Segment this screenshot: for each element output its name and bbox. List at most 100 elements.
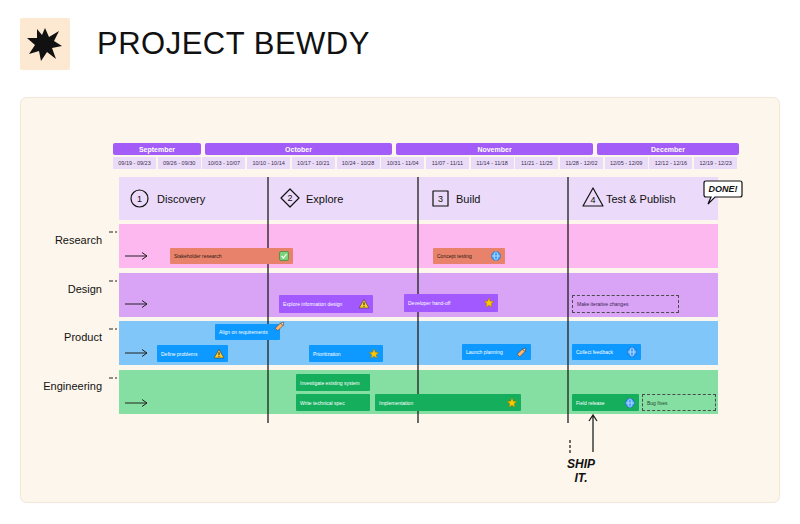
pencil-glyph: [275, 321, 285, 331]
week-cell: 11/21 - 11/25: [515, 157, 558, 169]
task-bar: Align on requirements: [215, 324, 280, 340]
done-bubble-text: DONE!: [703, 184, 743, 194]
star-glyph: [484, 298, 494, 307]
badge-shape: [583, 188, 603, 206]
globe-glyph: [492, 252, 501, 261]
ship-dash: [569, 440, 570, 455]
week-cell-text: 12/05 - 12/09: [610, 160, 642, 166]
globe-glyph: [628, 348, 637, 357]
week-cell-text: 10/17 - 10/21: [297, 160, 329, 166]
month-header-text: November: [477, 146, 511, 153]
month-header-text: December: [651, 146, 685, 153]
week-cell-text: 09/19 - 09/23: [118, 160, 150, 166]
week-cell: 10/24 - 10/28: [337, 157, 380, 169]
phase-band-text: Build: [456, 193, 480, 205]
star-icon: [368, 348, 380, 360]
phase-number: 4: [582, 187, 604, 207]
week-cell: 09/26 - 09/30: [158, 157, 201, 169]
phase-divider: [417, 177, 418, 423]
lane-arrow: [125, 400, 147, 407]
phase-band: Test & Publish4: [568, 177, 718, 220]
phase-divider: [267, 177, 268, 423]
month-header: September: [113, 143, 201, 155]
lane-dash: [109, 281, 117, 282]
logo-starburst: [27, 28, 62, 61]
globe-icon: [624, 397, 636, 409]
done-bubble: DONE!: [703, 180, 743, 205]
week-cell-text: 12/19 - 12/23: [699, 160, 731, 166]
task-bar-text: Define problems: [161, 351, 197, 357]
swimlane-band: DesignExplore information designDevelope…: [119, 273, 718, 317]
task-bar-text: Launch planning: [466, 349, 503, 355]
task-bar: Write technical spec: [296, 394, 370, 411]
swimlane-band: EngineeringInvestigate existing systemWr…: [119, 370, 718, 414]
pencil-glyph: [517, 347, 527, 357]
star-glyph: [369, 348, 379, 357]
week-cell: 12/12 - 12/16: [649, 157, 692, 169]
badge-shape: [131, 190, 148, 207]
week-cell-text: 10/10 - 10/14: [252, 160, 284, 166]
logo-tile: [20, 18, 70, 70]
task-bar-text: Concept testing: [437, 253, 472, 259]
phase-number-text: 2: [287, 193, 292, 203]
phase-band: Build 3: [418, 177, 568, 220]
page-title: PROJECT BEWDY: [97, 26, 370, 62]
week-cell-text: 11/14 - 11/18: [476, 160, 508, 166]
phase-band-text: Discovery: [157, 193, 205, 205]
phase-number-text: 1: [137, 194, 142, 204]
lane-arrow: [125, 253, 147, 260]
warning-glyph: [359, 299, 369, 308]
week-cell: 10/17 - 10/21: [292, 157, 335, 169]
phase-band-text: Explore: [306, 193, 343, 205]
phase-dividers: [268, 177, 568, 423]
phase-band: Explore 2: [268, 177, 418, 220]
task-bar: Prioritization: [309, 345, 383, 362]
task-bar-text: Field release: [576, 400, 605, 406]
phase-number-text: 4: [590, 195, 595, 205]
lane-label: Research: [55, 234, 102, 247]
lane-label: Design: [68, 283, 102, 296]
task-bar-text: Investigate existing system: [300, 380, 360, 386]
month-header: October: [205, 143, 392, 155]
task-bar: Developer hand-off: [404, 294, 498, 312]
week-cell: 12/05 - 12/09: [605, 157, 648, 169]
badge-shape: [281, 189, 299, 207]
task-bar: Collect feedback: [572, 344, 641, 360]
task-bar: Stakeholder research: [170, 248, 293, 264]
warning-glyph: [214, 349, 224, 358]
lane-dash: [109, 232, 117, 233]
task-bar-text: Stakeholder research: [174, 253, 222, 259]
phase-number-text: 3: [438, 194, 443, 204]
task-bar-text: Bug fixes: [647, 400, 668, 406]
phase-band: Discovery 1: [119, 177, 268, 220]
pencil-icon: [274, 320, 286, 332]
week-cell: 09/19 - 09/23: [113, 157, 156, 169]
badge-shape: [433, 191, 448, 206]
week-cell-text: 12/12 - 12/16: [655, 160, 687, 166]
swimlane-band: ProductAlign on requirementsDefine probl…: [119, 321, 718, 365]
warning-icon: [213, 348, 225, 360]
week-cell: 11/14 - 11/18: [471, 157, 514, 169]
month-header-text: September: [139, 146, 175, 153]
task-bar-text: Explore information design: [283, 301, 342, 307]
phase-divider: [567, 177, 568, 423]
week-cell: 11/07 - 11/11: [426, 157, 469, 169]
globe-glyph: [626, 398, 635, 407]
task-bar-text: Make iterative changes: [577, 301, 628, 307]
task-bar-text: Align on requirements: [219, 329, 268, 335]
bubble-outline: [704, 181, 742, 204]
task-bar: Define problems: [157, 345, 228, 362]
warning-icon: [358, 298, 370, 310]
task-bar-text: Implementation: [379, 400, 413, 406]
week-cell-text: 10/31 - 11/04: [387, 160, 419, 166]
lane-label: Product: [64, 331, 102, 344]
phase-number: 2: [280, 188, 300, 208]
task-bar: Launch planning: [462, 344, 531, 360]
week-cell: 11/28 - 12/02: [560, 157, 603, 169]
annotation: SHIP IT.: [561, 457, 601, 485]
task-bar-text: Developer hand-off: [408, 300, 450, 306]
task-bar: Investigate existing system: [296, 374, 370, 391]
ship-arrow: [589, 415, 597, 452]
week-cell-text: 10/03 - 10/07: [208, 160, 240, 166]
